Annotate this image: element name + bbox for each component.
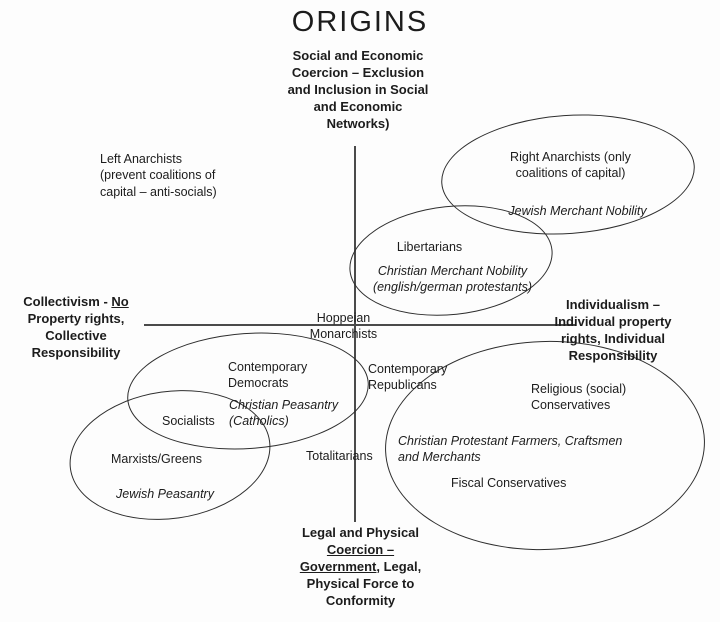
label-christian-peasantry: Christian Peasantry (Catholics) — [229, 398, 339, 429]
bottom-axis-label-line3-rest: Legal, — [380, 558, 422, 574]
left-axis-label: Collectivism - No Property rights, Colle… — [6, 294, 146, 362]
bottom-axis-label-line3-underlined: Government, — [299, 558, 380, 574]
diagram-title: ORIGINS — [291, 6, 429, 38]
bottom-axis-label-line2-underlined: Coercion – — [326, 541, 395, 557]
left-axis-label-line1: Collectivism - No — [6, 294, 146, 311]
right-axis-label: Individualism – Individual property righ… — [554, 297, 672, 363]
label-hoppeian-monarchists: Hoppeian Monarchists — [309, 311, 378, 342]
label-totalitarians: Totalitarians — [306, 449, 373, 463]
left-axis-label-underlined: No — [111, 294, 129, 309]
bottom-axis-label-line5: Conformity — [325, 592, 396, 608]
label-socialists: Socialists — [162, 414, 215, 428]
label-left-anarchists: Left Anarchists (prevent coalitions of c… — [100, 152, 217, 199]
bottom-axis-label-line1: Legal and Physical — [301, 525, 420, 540]
bottom-axis-label-line3: Government, Legal, — [278, 559, 443, 576]
label-jewish-peasantry: Jewish Peasantry — [116, 487, 214, 501]
label-christian-protestant-farmers: Christian Protestant Farmers, Craftsmen … — [398, 434, 623, 465]
label-religious-conservatives: Religious (social) Conservatives — [531, 382, 627, 413]
label-right-anarchists: Right Anarchists (only coalitions of cap… — [510, 150, 631, 181]
left-axis-label-rest: Property rights, Collective Responsibili… — [27, 310, 125, 360]
label-marxists-greens: Marxists/Greens — [111, 452, 202, 466]
left-axis-label-pre: Collectivism - — [23, 294, 112, 309]
horizontal-axis-line — [144, 324, 576, 326]
label-contemporary-republicans: Contemporary Republicans — [368, 362, 448, 393]
label-fiscal-conservatives: Fiscal Conservatives — [451, 476, 567, 490]
label-jewish-merchant-nobility: Jewish Merchant Nobility — [508, 204, 647, 218]
label-christian-merchant-nobility: Christian Merchant Nobility (english/ger… — [372, 264, 533, 295]
vertical-axis-line — [354, 146, 356, 522]
bottom-axis-label: Legal and Physical Coercion – Government… — [278, 525, 443, 609]
bottom-axis-label-line2: Coercion – — [278, 542, 443, 559]
top-axis-label: Social and Economic Coercion – Exclusion… — [287, 48, 429, 131]
label-contemporary-democrats: Contemporary Democrats — [228, 360, 308, 391]
label-libertarians: Libertarians — [396, 240, 463, 254]
bottom-axis-label-line4: Physical Force to — [306, 575, 415, 591]
